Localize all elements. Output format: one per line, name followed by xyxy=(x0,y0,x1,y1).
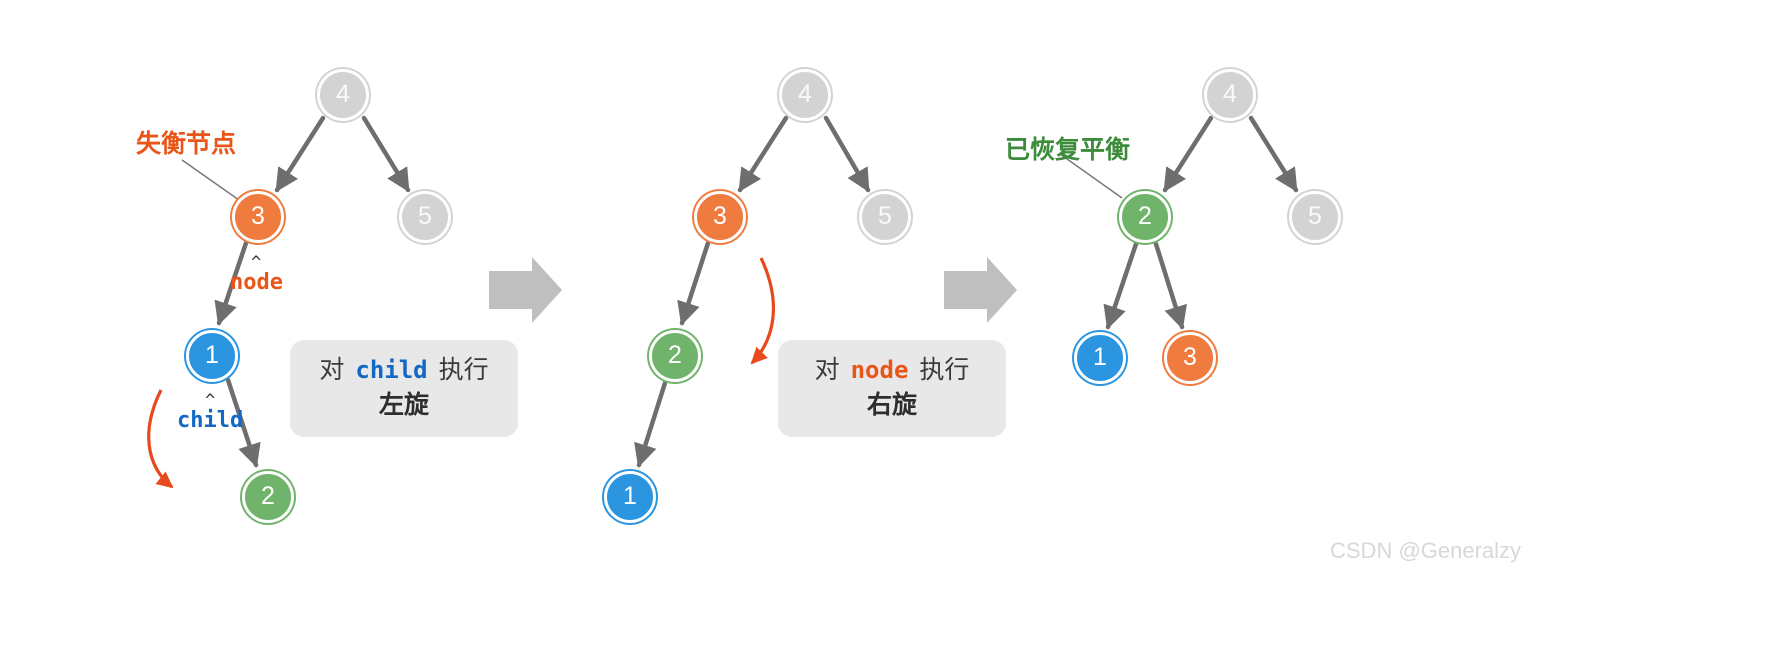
node-value: 2 xyxy=(261,481,275,510)
edge-2-to-1 xyxy=(634,380,668,468)
panel-2-node-5[interactable]: 5 xyxy=(859,191,911,243)
infobox-keyword: node xyxy=(850,355,909,384)
panel-3-node-3[interactable]: 3 xyxy=(1164,332,1216,384)
panel-3-node-5[interactable]: 5 xyxy=(1289,191,1341,243)
edge-3-to-1 xyxy=(214,240,249,326)
panel-2-node-4[interactable]: 4 xyxy=(779,69,831,121)
node-value: 1 xyxy=(623,481,637,510)
panel-3-node-4[interactable]: 4 xyxy=(1204,69,1256,121)
node-value: 4 xyxy=(798,79,812,108)
panel-3-edges xyxy=(1103,115,1299,330)
child-label-caret: ^ xyxy=(205,391,216,411)
infobox-line-1: 对 child 执行 xyxy=(319,354,488,388)
panel-1-node-3[interactable]: 3 xyxy=(232,191,284,243)
panel-2-node-1[interactable]: 1 xyxy=(604,471,656,523)
edge-4-to-3 xyxy=(737,115,789,193)
callout-line-balanced xyxy=(1059,153,1123,199)
node-code-label: node xyxy=(230,270,283,295)
panel-1-edges xyxy=(214,115,411,468)
node-value: 2 xyxy=(668,340,682,369)
panel-1-infobox: 对 child 执行 左旋 xyxy=(290,340,518,437)
edge-2-to-3 xyxy=(1153,241,1187,330)
node-label-caret: ^ xyxy=(251,253,262,273)
node-value: 2 xyxy=(1138,201,1152,230)
edge-1-to-2 xyxy=(225,377,261,468)
infobox-prefix: 对 xyxy=(814,355,840,384)
node-value: 5 xyxy=(878,201,892,230)
edge-4-to-2 xyxy=(1162,115,1214,193)
node-value: 3 xyxy=(1183,342,1197,371)
node-value: 5 xyxy=(1308,201,1322,230)
panel-1-node-1[interactable]: 1 xyxy=(186,330,238,382)
infobox-action: 左旋 xyxy=(378,391,429,420)
node-value: 4 xyxy=(1223,79,1237,108)
edge-2-to-1 xyxy=(1103,241,1139,330)
edge-3-to-2 xyxy=(677,240,711,326)
infobox-suffix: 执行 xyxy=(919,355,970,384)
node-value: 1 xyxy=(1093,342,1107,371)
watermark: CSDN @Generalzy xyxy=(1330,538,1522,563)
node-value: 3 xyxy=(713,201,727,230)
edge-4-to-5 xyxy=(1248,115,1299,193)
panel-2-node-2[interactable]: 2 xyxy=(649,330,701,382)
block-arrow-2 xyxy=(944,257,1017,323)
infobox-suffix: 执行 xyxy=(438,355,489,384)
panel-2-infobox: 对 node 执行 右旋 xyxy=(778,340,1006,437)
node-value: 4 xyxy=(336,79,350,108)
callout-line-unbalanced xyxy=(181,159,240,201)
panel-1-node-5[interactable]: 5 xyxy=(399,191,451,243)
node-value: 3 xyxy=(251,201,265,230)
infobox-keyword: child xyxy=(355,355,428,384)
panel-2-edges xyxy=(634,115,871,468)
infobox-action: 右旋 xyxy=(866,391,917,420)
panel-1-node-2[interactable]: 2 xyxy=(242,471,294,523)
edge-4-to-3 xyxy=(274,115,326,193)
node-value: 5 xyxy=(418,201,432,230)
child-code-label: child xyxy=(177,408,244,433)
node-value: 1 xyxy=(205,340,219,369)
panel-1-node-4[interactable]: 4 xyxy=(317,69,369,121)
edge-4-to-5 xyxy=(823,115,871,193)
infobox-prefix: 对 xyxy=(319,355,345,384)
panel-3-node-2[interactable]: 2 xyxy=(1119,191,1171,243)
panel-2-node-3[interactable]: 3 xyxy=(694,191,746,243)
balanced-annotation: 已恢复平衡 xyxy=(1005,136,1131,164)
unbalanced-node-annotation: 失衡节点 xyxy=(136,130,237,158)
rotation-arc-left xyxy=(147,389,174,489)
rotation-arc-right xyxy=(750,257,775,365)
block-arrow-1 xyxy=(489,257,562,323)
infobox-line-1: 对 node 执行 xyxy=(815,354,970,388)
edge-4-to-5 xyxy=(361,115,411,193)
panel-3-node-1[interactable]: 1 xyxy=(1074,332,1126,384)
